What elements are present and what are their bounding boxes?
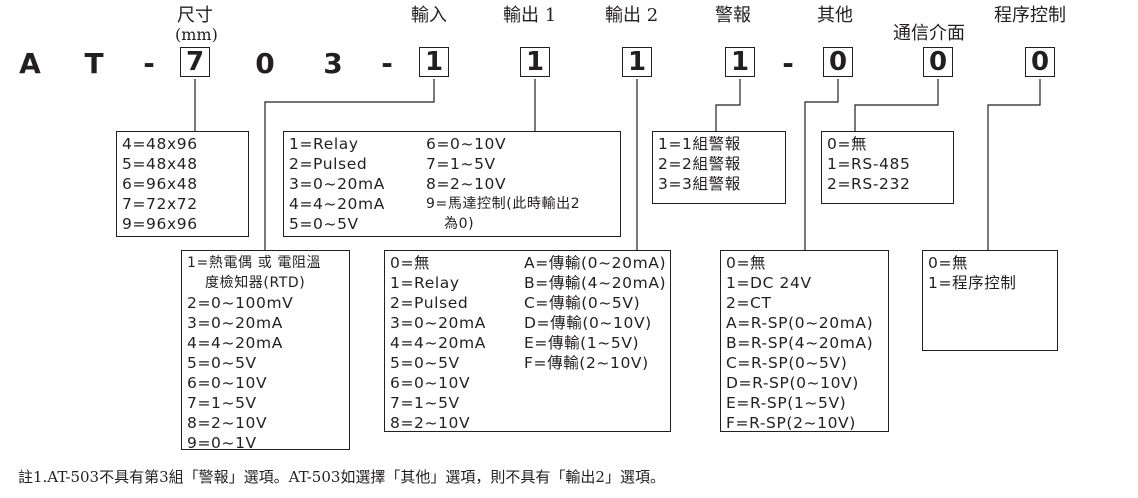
- other-option: 2=CT: [726, 294, 772, 312]
- output1-option-cont: 為0): [444, 216, 475, 232]
- header-size-unit: (mm): [175, 25, 218, 44]
- other-connector: [804, 79, 839, 250]
- input-connector: [264, 79, 435, 250]
- model-digit-3: 3: [323, 47, 343, 80]
- output2-option: 3=0~20mA: [390, 314, 486, 332]
- output2-option: 6=0~10V: [390, 374, 471, 392]
- input-option: 7=1~5V: [187, 394, 257, 412]
- output2-option: 7=1~5V: [390, 394, 460, 412]
- output2-option: D=傳輸(0~10V): [524, 314, 652, 332]
- size-option: 6=96x48: [122, 175, 198, 193]
- input-option: 8=2~10V: [187, 414, 268, 432]
- output2-option: 1=Relay: [390, 274, 460, 292]
- output2-option: B=傳輸(4~20mA): [524, 274, 667, 292]
- model-output2-box: 1: [622, 47, 652, 77]
- other-option: 1=DC 24V: [726, 274, 812, 292]
- input-option: 2=0~100mV: [187, 294, 294, 312]
- footnote: 註1.AT-503不具有第3組「警報」選項。AT-503如選擇「其他」選項，則不…: [18, 468, 665, 486]
- input-option: 4=4~20mA: [187, 334, 283, 352]
- output2-option: 5=0~5V: [390, 354, 460, 372]
- program-options-box: 0=無 1=程序控制: [922, 250, 1058, 351]
- comm-option: 0=無: [827, 135, 868, 153]
- other-option: E=R-SP(1~5V): [726, 394, 847, 412]
- output1-option: 2=Pulsed: [289, 155, 368, 173]
- input-option: 5=0~5V: [187, 354, 257, 372]
- input-option: 1=熱電偶 或 電阻溫: [187, 255, 322, 271]
- output1-option: 1=Relay: [289, 135, 359, 153]
- output2-option: 0=無: [390, 254, 431, 272]
- output1-option: 3=0~20mA: [289, 175, 385, 193]
- input-options-box: 1=熱電偶 或 電阻溫 度檢知器(RTD) 2=0~100mV 3=0~20mA…: [181, 250, 350, 452]
- other-option: 0=無: [726, 254, 767, 272]
- input-option: 6=0~10V: [187, 374, 268, 392]
- header-alarm: 警報: [715, 5, 751, 26]
- header-size: 尺寸: [177, 5, 213, 26]
- alarm-option: 1=1組警報: [658, 135, 741, 153]
- model-letter-t: T: [84, 47, 104, 80]
- size-option: 4=48x96: [122, 135, 198, 153]
- model-dash-1: -: [143, 47, 155, 80]
- output2-option: C=傳輸(0~5V): [524, 294, 641, 312]
- output1-option: 4=4~20mA: [289, 195, 385, 213]
- program-option: 1=程序控制: [928, 274, 1017, 292]
- header-program: 程序控制: [994, 5, 1066, 26]
- model-alarm-box: 1: [725, 47, 755, 77]
- program-connector: [987, 79, 1041, 250]
- other-option: A=R-SP(0~20mA): [726, 314, 874, 332]
- alarm-option: 3=3組警報: [658, 175, 741, 193]
- output2-option: A=傳輸(0~20mA): [524, 254, 667, 272]
- size-option: 9=96x96: [122, 215, 198, 233]
- model-input-box: 1: [419, 47, 449, 77]
- input-option: 3=0~20mA: [187, 314, 283, 332]
- comm-options-box: 0=無 1=RS-485 2=RS-232: [821, 131, 954, 204]
- other-options-box: 0=無 1=DC 24V 2=CT A=R-SP(0~20mA) B=R-SP(…: [720, 250, 889, 432]
- comm-option: 2=RS-232: [827, 175, 911, 193]
- model-output1-box: 1: [520, 47, 550, 77]
- header-comm: 通信介面: [893, 23, 965, 44]
- output1-option: 5=0~5V: [289, 215, 359, 233]
- output2-options-box: 0=無 1=Relay 2=Pulsed 3=0~20mA 4=4~20mA 5…: [384, 250, 671, 432]
- size-option: 5=48x48: [122, 155, 198, 173]
- alarm-option: 2=2組警報: [658, 155, 741, 173]
- output1-option: 9=馬達控制(此時輸出2: [426, 196, 581, 212]
- size-options-box: 4=48x96 5=48x48 6=96x48 7=72x72 9=96x96: [116, 131, 249, 237]
- output1-option: 7=1~5V: [426, 155, 496, 173]
- program-option: 0=無: [928, 254, 969, 272]
- output2-option: F=傳輸(2~10V): [524, 354, 649, 372]
- model-dash-2: -: [381, 47, 393, 80]
- header-other: 其他: [817, 5, 853, 26]
- model-digit-0: 0: [255, 47, 275, 80]
- output2-option: E=傳輸(1~5V): [524, 334, 640, 352]
- other-option: C=R-SP(0~5V): [726, 354, 848, 372]
- header-output1: 輸出 1: [503, 5, 557, 26]
- model-letter-a: A: [19, 47, 41, 80]
- alarm-options-box: 1=1組警報 2=2組警報 3=3組警報: [652, 131, 786, 204]
- input-option-cont: 度檢知器(RTD): [205, 275, 306, 291]
- comm-connector: [854, 79, 939, 131]
- model-program-box: 0: [1025, 47, 1055, 77]
- other-option: B=R-SP(4~20mA): [726, 334, 874, 352]
- comm-option: 1=RS-485: [827, 155, 911, 173]
- size-option: 7=72x72: [122, 195, 198, 213]
- output1-options-box: 1=Relay 2=Pulsed 3=0~20mA 4=4~20mA 5=0~5…: [283, 131, 621, 237]
- input-option: 9=0~1V: [187, 434, 257, 452]
- output2-option: 2=Pulsed: [390, 294, 469, 312]
- other-option: F=R-SP(2~10V): [726, 414, 856, 432]
- model-other-box: 0: [823, 47, 853, 77]
- output2-option: 8=2~10V: [390, 414, 471, 432]
- alarm-connector: [715, 79, 741, 131]
- model-size-box: 7: [180, 47, 210, 77]
- header-input: 輸入: [411, 5, 447, 26]
- header-output2: 輸出 2: [605, 5, 659, 26]
- output1-option: 8=2~10V: [426, 175, 507, 193]
- model-dash-3: -: [782, 47, 794, 80]
- model-comm-box: 0: [923, 47, 953, 77]
- output1-option: 6=0~10V: [426, 135, 507, 153]
- output2-option: 4=4~20mA: [390, 334, 486, 352]
- other-option: D=R-SP(0~10V): [726, 374, 859, 392]
